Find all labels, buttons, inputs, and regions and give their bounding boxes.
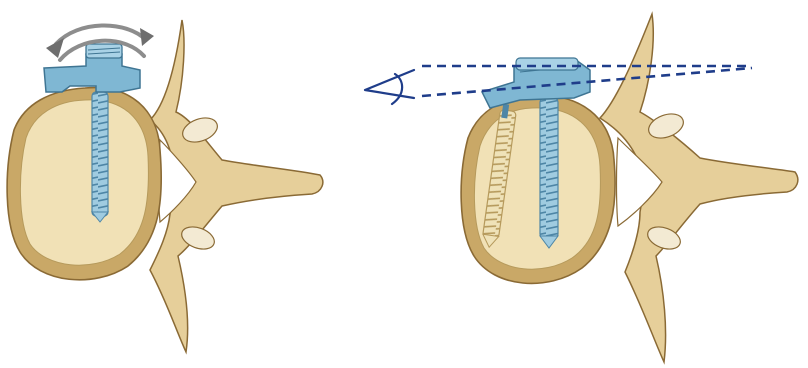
rotation-arrowhead-right xyxy=(140,28,154,46)
left-vertebral-body-cancellous xyxy=(20,100,148,265)
angle-symbol xyxy=(365,70,414,104)
left-screw-cap xyxy=(86,44,122,58)
right-plate-top xyxy=(516,58,578,70)
left-screw-shaft xyxy=(92,92,108,216)
right-straight-screw xyxy=(540,98,558,238)
right-vertebra xyxy=(461,14,798,362)
rotation-arrowhead-left xyxy=(46,38,64,58)
left-vertebra xyxy=(7,20,323,352)
